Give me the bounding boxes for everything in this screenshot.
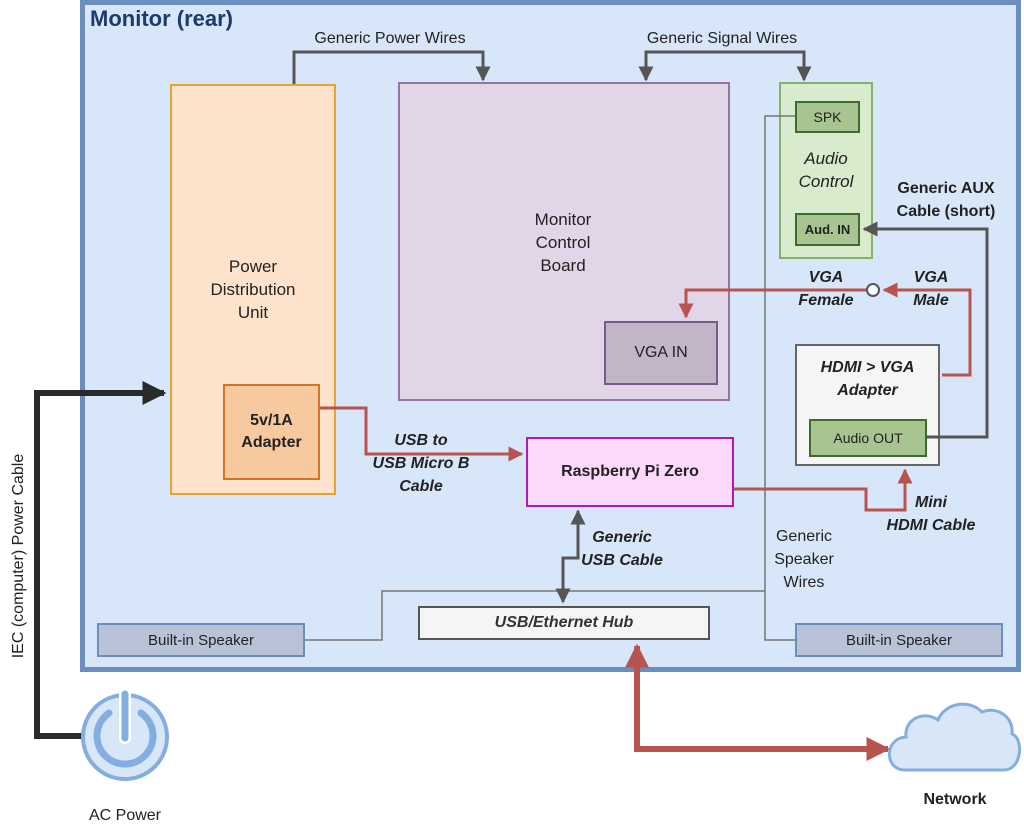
cloud-icon — [888, 702, 1021, 772]
iec-cable-label: IEC (computer) Power Cable — [10, 453, 27, 659]
audio-out-port: Audio OUT — [809, 419, 927, 457]
usb-micro-cable-label: USB to USB Micro B Cable — [372, 432, 470, 495]
speaker-port: SPK — [795, 101, 860, 133]
signal-wire — [638, 50, 812, 82]
vga-cable — [678, 288, 880, 319]
vga-connector — [866, 283, 880, 297]
iec-power-cable — [34, 381, 167, 739]
raspberry-pi-zero: Raspberry Pi Zero — [526, 437, 734, 507]
network-cable — [625, 643, 891, 761]
built-in-speaker-left: Built-in Speaker — [97, 623, 305, 657]
monitor-title: Monitor (rear) — [90, 6, 233, 31]
built-in-speaker-right: Built-in Speaker — [795, 623, 1003, 657]
generic-usb-cable — [555, 509, 586, 604]
speaker-wires-label: Generic Speaker Wires — [774, 528, 834, 591]
usb-power-adapter: 5v/1A Adapter — [223, 384, 320, 480]
vga-cable-male — [882, 282, 972, 377]
vga-male-label: VGA Male — [913, 269, 949, 309]
power-wire — [292, 50, 491, 84]
speaker-wire-right — [764, 115, 795, 641]
vga-female-label: VGA Female — [798, 269, 854, 309]
generic-usb-cable-label: Generic USB Cable — [581, 529, 663, 569]
speaker-wire-left — [305, 590, 765, 641]
power-distribution-unit-label: Power Distribution Unit — [210, 257, 296, 322]
power-wires-label: Generic Power Wires — [314, 30, 466, 47]
aux-cable-label: Generic AUX Cable (short) — [896, 180, 996, 220]
network-label: Network — [923, 791, 987, 808]
usb-micro-cable — [320, 406, 524, 462]
monitor-control-board-label: Monitor Control Board — [534, 210, 592, 275]
audio-in-port: Aud. IN — [795, 213, 860, 246]
hdmi-vga-adapter-label: HDMI > VGA Adapter — [820, 359, 915, 399]
vga-in-port: VGA IN — [604, 321, 718, 385]
signal-wires-label: Generic Signal Wires — [646, 30, 798, 47]
mini-hdmi-cable — [734, 468, 913, 512]
aux-cable — [862, 221, 989, 439]
mini-hdmi-cable-label: Mini HDMI Cable — [886, 494, 976, 534]
audio-control-label: Audio Control — [798, 149, 854, 191]
usb-ethernet-hub: USB/Ethernet Hub — [418, 606, 710, 640]
ac-power-label: AC Power — [88, 807, 162, 824]
power-icon — [81, 688, 169, 781]
